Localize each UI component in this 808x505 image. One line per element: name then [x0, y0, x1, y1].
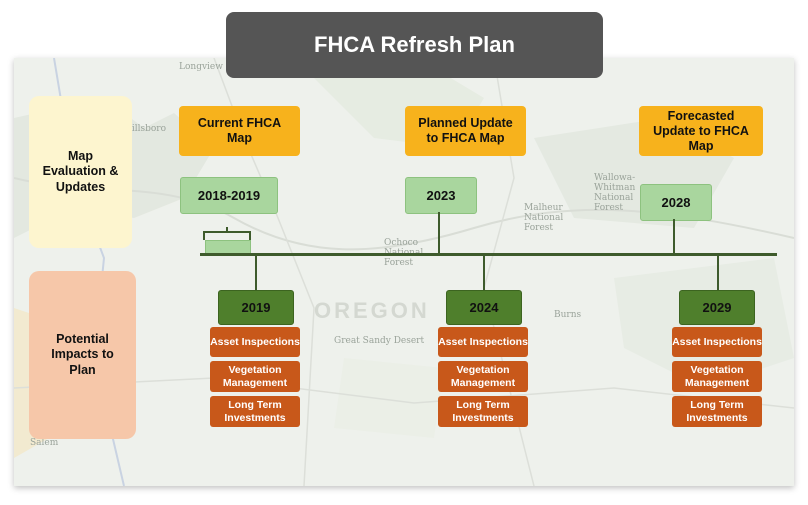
impact-long-term-investments-2029: Long Term Investments — [672, 396, 762, 427]
connector-forecasted — [673, 219, 675, 254]
map-forest-label-3: Malheur National Forest — [524, 203, 564, 233]
update-label-current: Current FHCA Map — [179, 106, 300, 156]
impact-vegetation-management-2024: Vegetation Management — [438, 361, 528, 392]
category-map-evaluation: Map Evaluation & Updates — [29, 96, 132, 248]
impact-vegetation-management-2029: Vegetation Management — [672, 361, 762, 392]
map-region-label: OREGON — [314, 298, 430, 323]
impact-asset-inspections-2029: Asset Inspections — [672, 327, 762, 357]
update-label-forecasted-text: Forecasted Update to FHCA Map — [653, 108, 749, 153]
category-potential-impacts: Potential Impacts to Plan — [29, 271, 136, 439]
impact-year-2019: 2019 — [218, 290, 294, 325]
category-map-evaluation-label: Map Evaluation & Updates — [42, 148, 119, 194]
connector-planned — [438, 212, 440, 254]
range-bar — [205, 240, 251, 254]
timeline-axis — [200, 253, 777, 256]
connector-2019 — [255, 255, 257, 290]
update-year-forecasted: 2028 — [640, 184, 712, 221]
impact-long-term-investments-2019: Long Term Investments — [210, 396, 300, 427]
impact-vegetation-management-2019: Vegetation Management — [210, 361, 300, 392]
map-town-label-3: Burns — [554, 310, 582, 320]
update-label-forecasted: Forecasted Update to FHCA Map — [639, 106, 763, 156]
impact-long-term-investments-2024: Long Term Investments — [438, 396, 528, 427]
impact-year-2024: 2024 — [446, 290, 522, 325]
map-town-label-4: Salem — [30, 438, 59, 448]
update-label-current-text: Current FHCA Map — [197, 116, 282, 145]
connector-2029 — [717, 255, 719, 290]
impact-year-2029: 2029 — [679, 290, 755, 325]
update-label-planned-text: Planned Update to FHCA Map — [418, 116, 513, 145]
update-label-planned: Planned Update to FHCA Map — [405, 106, 526, 156]
map-forest-label-2: Wallowa-Whitman National Forest — [594, 173, 636, 213]
connector-2024 — [483, 255, 485, 290]
bracket-icon — [203, 227, 251, 240]
impact-asset-inspections-2019: Asset Inspections — [210, 327, 300, 357]
map-desert-label: Great Sandy Desert — [334, 336, 425, 346]
map-town-label-1: Longview — [179, 62, 223, 72]
map-town-label-2: Hillsboro — [124, 124, 167, 134]
page-title: FHCA Refresh Plan — [226, 12, 603, 78]
update-year-current: 2018-2019 — [180, 177, 278, 214]
update-year-planned: 2023 — [405, 177, 477, 214]
category-potential-impacts-label: Potential Impacts to Plan — [51, 331, 114, 377]
impact-asset-inspections-2024: Asset Inspections — [438, 327, 528, 357]
